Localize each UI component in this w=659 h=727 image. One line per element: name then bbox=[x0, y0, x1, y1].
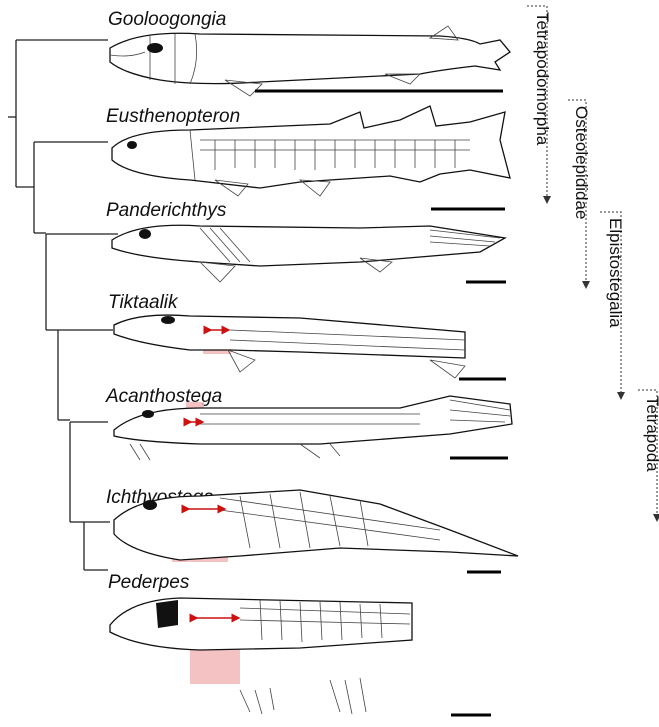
clade-elpistostegalia: Elpistostegalia bbox=[600, 212, 625, 396]
tiktaalik-drawing bbox=[114, 315, 465, 378]
taxon-label-tiktaalik: Tiktaalik bbox=[108, 292, 179, 313]
ichthyostega-drawing bbox=[114, 490, 518, 562]
clade-osteolepididae: Osteolepididae bbox=[568, 100, 591, 285]
clade-label-osteolepididae: Osteolepididae bbox=[572, 106, 591, 219]
taxon-label-panderichthys: Panderichthys bbox=[106, 200, 227, 221]
clade-label-tetrapoda: Tetrapoda bbox=[643, 396, 659, 472]
taxon-label-pederpes: Pederpes bbox=[108, 572, 190, 593]
cladogram bbox=[8, 40, 118, 570]
clade-label-tetrapodomorpha: Tetrapodomorpha bbox=[533, 12, 552, 146]
gooloogongia-drawing bbox=[110, 26, 510, 96]
taxon-label-eusthenopteron: Eusthenopteron bbox=[106, 106, 240, 127]
clade-label-elpistostegalia: Elpistostegalia bbox=[606, 218, 625, 328]
panderichthys-drawing bbox=[112, 225, 505, 282]
clade-tetrapodomorpha: Tetrapodomorpha bbox=[527, 6, 552, 200]
taxon-label-acanthostega: Acanthostega bbox=[105, 386, 222, 407]
taxon-label-gooloogongia: Gooloogongia bbox=[108, 9, 226, 30]
pederpes-drawing bbox=[110, 598, 412, 714]
clade-tetrapoda: Tetrapoda bbox=[638, 390, 659, 518]
